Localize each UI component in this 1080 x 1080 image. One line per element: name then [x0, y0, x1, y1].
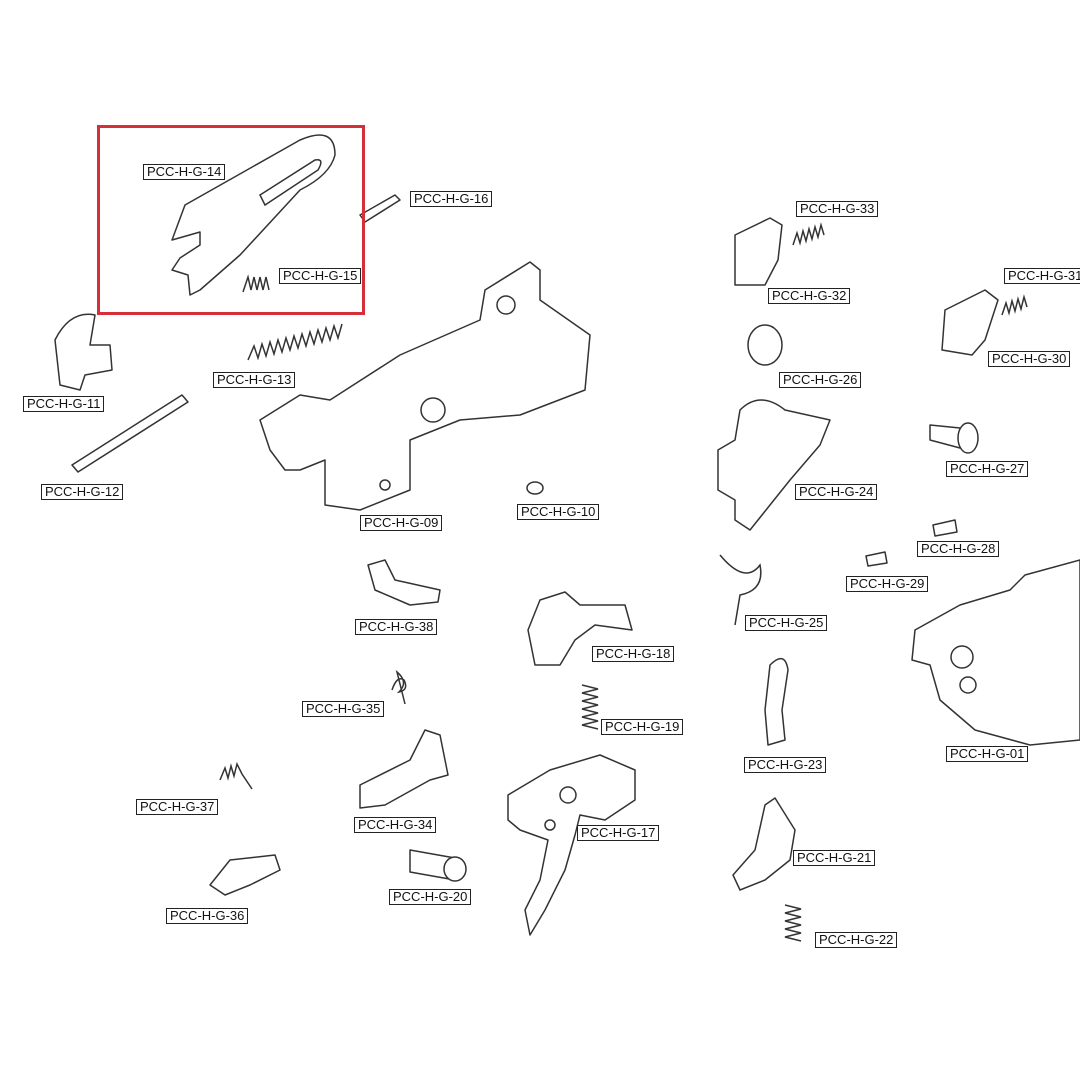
part-13-spring [247, 323, 343, 361]
label-pcc-h-g-09: PCC-H-G-09 [360, 515, 443, 531]
label-pcc-h-g-13: PCC-H-G-13 [213, 372, 296, 388]
label-pcc-h-g-14: PCC-H-G-14 [143, 164, 226, 180]
part-38 [367, 559, 441, 606]
part-16-pin [359, 194, 401, 223]
label-pcc-h-g-28: PCC-H-G-28 [917, 541, 1000, 557]
part-09-housing [259, 261, 591, 511]
label-pcc-h-g-21: PCC-H-G-21 [793, 850, 876, 866]
part-30 [941, 289, 999, 356]
part-35-spring [391, 669, 407, 705]
label-pcc-h-g-11: PCC-H-G-11 [23, 396, 105, 412]
label-pcc-h-g-36: PCC-H-G-36 [166, 908, 249, 924]
label-pcc-h-g-29: PCC-H-G-29 [846, 576, 929, 592]
part-12-pin [71, 394, 189, 473]
part-19-spring [581, 684, 599, 730]
part-10-ring [526, 481, 544, 495]
label-pcc-h-g-38: PCC-H-G-38 [355, 619, 438, 635]
label-pcc-h-g-10: PCC-H-G-10 [517, 504, 600, 520]
part-34 [359, 729, 449, 809]
label-pcc-h-g-26: PCC-H-G-26 [779, 372, 862, 388]
label-pcc-h-g-31: PCC-H-G-31 [1004, 268, 1080, 284]
part-29-pin [865, 551, 888, 567]
part-37-spring [219, 761, 253, 790]
part-21 [732, 797, 796, 891]
part-24-hammer [717, 399, 831, 531]
label-pcc-h-g-32: PCC-H-G-32 [768, 288, 851, 304]
label-pcc-h-g-25: PCC-H-G-25 [745, 615, 828, 631]
label-pcc-h-g-33: PCC-H-G-33 [796, 201, 879, 217]
part-33 [734, 217, 783, 286]
part-26-bushing [747, 324, 783, 366]
part-17-trigger [507, 754, 636, 936]
label-pcc-h-g-24: PCC-H-G-24 [795, 484, 878, 500]
part-11 [54, 313, 113, 391]
label-pcc-h-g-15: PCC-H-G-15 [279, 268, 362, 284]
part-18-sear [527, 591, 633, 666]
part-23 [764, 657, 789, 746]
label-pcc-h-g-37: PCC-H-G-37 [136, 799, 219, 815]
label-pcc-h-g-34: PCC-H-G-34 [354, 817, 437, 833]
label-pcc-h-g-30: PCC-H-G-30 [988, 351, 1071, 367]
label-pcc-h-g-20: PCC-H-G-20 [389, 889, 472, 905]
label-pcc-h-g-23: PCC-H-G-23 [744, 757, 827, 773]
part-27-pin [929, 424, 961, 449]
label-pcc-h-g-27: PCC-H-G-27 [946, 461, 1029, 477]
label-pcc-h-g-17: PCC-H-G-17 [577, 825, 660, 841]
label-pcc-h-g-18: PCC-H-G-18 [592, 646, 675, 662]
part-01-frame [911, 559, 1080, 746]
label-pcc-h-g-22: PCC-H-G-22 [815, 932, 898, 948]
label-pcc-h-g-16: PCC-H-G-16 [410, 191, 493, 207]
part-15-spring [242, 274, 270, 293]
part-14-lever [171, 134, 336, 296]
label-pcc-h-g-12: PCC-H-G-12 [41, 484, 124, 500]
part-25-spring [719, 554, 762, 626]
part-28-pin [932, 519, 958, 537]
part-36 [209, 854, 281, 896]
label-pcc-h-g-01: PCC-H-G-01 [946, 746, 1029, 762]
part-22-spring [784, 904, 802, 942]
label-pcc-h-g-19: PCC-H-G-19 [601, 719, 684, 735]
label-pcc-h-g-35: PCC-H-G-35 [302, 701, 385, 717]
